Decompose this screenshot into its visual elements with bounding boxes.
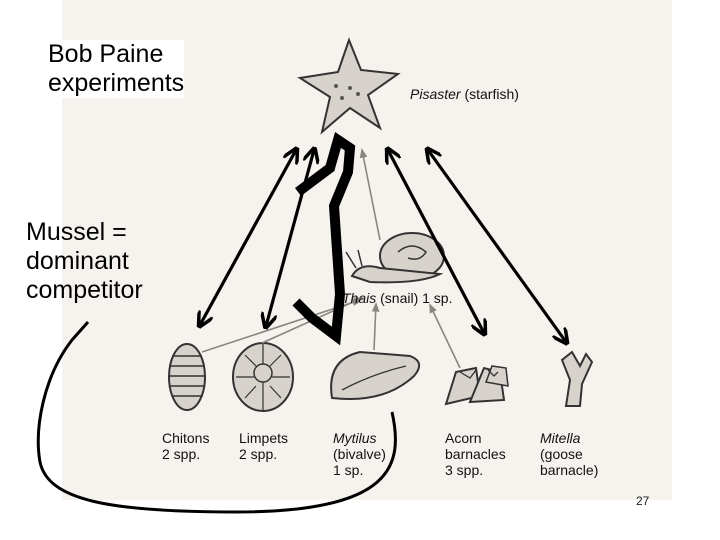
acorn-barnacle-detail: barnacles 3 spp. <box>445 446 506 478</box>
goose-barnacle-name: Mitella <box>540 430 598 446</box>
mussel-pressure-arrow <box>296 140 350 336</box>
starfish-label: Pisaster (starfish) <box>410 86 519 102</box>
limpet-name: Limpets <box>239 430 288 446</box>
competition-loop-arrow <box>38 322 395 512</box>
mussel-label: Mytilus(bivalve) 1 sp. <box>333 430 386 478</box>
limpet-detail: 2 spp. <box>239 446 288 462</box>
starfish-icon <box>300 40 398 132</box>
acorn-barnacle-icon <box>446 366 508 404</box>
mussel-name: Mytilus <box>333 430 386 446</box>
slide-title: Bob Paine experiments <box>48 40 184 98</box>
mussel-icon <box>331 352 419 399</box>
snail-icon <box>346 233 444 282</box>
goose-barnacle-label: Mitella(goose barnacle) <box>540 430 598 478</box>
slide-subtitle: Mussel = dominant competitor <box>26 218 143 305</box>
page-number: 27 <box>636 494 649 508</box>
limpet-icon <box>233 343 293 411</box>
snail-detail: (snail) 1 sp. <box>380 290 452 306</box>
snail-label: Thais (snail) 1 sp. <box>342 290 452 306</box>
starfish-common-name: (starfish) <box>464 86 518 102</box>
mussel-detail: (bivalve) 1 sp. <box>333 446 386 478</box>
chiton-name: Chitons <box>162 430 209 446</box>
starfish-name: Pisaster <box>410 86 461 102</box>
chiton-detail: 2 spp. <box>162 446 209 462</box>
goose-barnacle-detail: (goose barnacle) <box>540 446 598 478</box>
snail-name: Thais <box>342 290 376 306</box>
chiton-icon <box>169 344 205 410</box>
goose-barnacle-icon <box>562 352 592 406</box>
acorn-barnacle-name: Acorn <box>445 430 506 446</box>
